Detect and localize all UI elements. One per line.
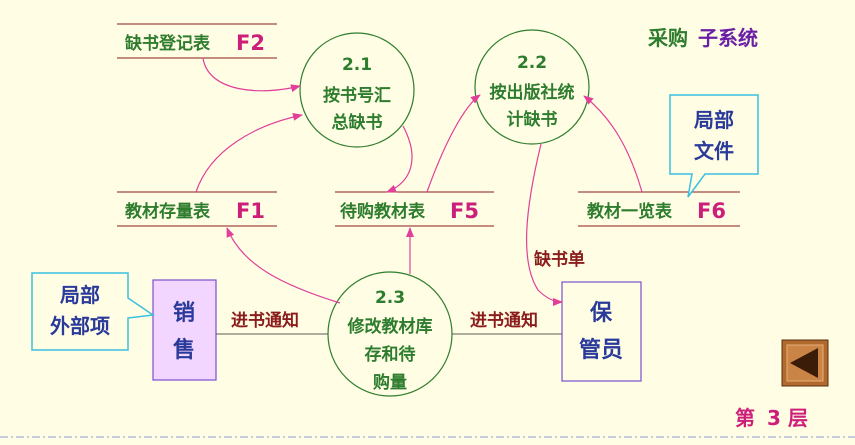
store-code: F2 bbox=[236, 31, 265, 55]
flow-label-notice-left: 进书通知 bbox=[231, 310, 299, 331]
triangle-left-icon bbox=[790, 348, 818, 378]
entity-label-line: 保 bbox=[589, 301, 613, 326]
process-2-1: 2.1 按书号汇 总缺书 bbox=[299, 32, 415, 148]
flow-2-1-to-f5 bbox=[386, 125, 413, 193]
layer-prefix: 第 bbox=[735, 406, 755, 430]
back-button[interactable] bbox=[781, 339, 829, 387]
store-f1: 教材存量表 F1 bbox=[117, 191, 277, 227]
entity-label-line: 销 bbox=[173, 301, 195, 326]
callout-line: 外部项 bbox=[50, 314, 110, 338]
store-code: F1 bbox=[236, 199, 265, 223]
store-code: F6 bbox=[697, 199, 726, 223]
callout-line: 局部 bbox=[693, 108, 734, 132]
entity-label-line: 售 bbox=[173, 337, 195, 363]
process-id: 2.1 bbox=[342, 55, 372, 75]
flow-f2-to-2-1 bbox=[202, 57, 301, 93]
store-code: F5 bbox=[450, 199, 479, 223]
store-f2: 缺书登记表 F2 bbox=[117, 23, 277, 59]
entity-keeper: 保 管员 bbox=[561, 281, 642, 382]
title-part2: 子系统 bbox=[698, 26, 758, 50]
process-id: 2.2 bbox=[517, 53, 547, 73]
process-label-line: 总缺书 bbox=[332, 112, 383, 133]
entity-label-line: 管员 bbox=[579, 337, 623, 363]
callout-line: 文件 bbox=[694, 139, 734, 163]
store-name: 教材存量表 bbox=[124, 201, 211, 222]
title-part1: 采购 bbox=[648, 26, 688, 50]
entity-sales: 销 售 bbox=[152, 279, 217, 381]
layer-suffix: 层 bbox=[788, 406, 808, 430]
store-name: 教材一览表 bbox=[586, 201, 673, 222]
process-2-2: 2.2 按出版社统 计缺书 bbox=[474, 29, 590, 145]
callout-left: 局部 外部项 bbox=[31, 272, 156, 351]
flow-label-shortage: 缺书单 bbox=[534, 249, 585, 270]
callout-right: 局部 文件 bbox=[669, 94, 759, 198]
flow-f5-to-2-2 bbox=[426, 94, 481, 193]
process-label-line: 存和待 bbox=[365, 344, 416, 365]
callout-line: 局部 bbox=[59, 283, 100, 307]
store-name: 缺书登记表 bbox=[125, 33, 211, 54]
flow-label-notice-right: 进书通知 bbox=[470, 310, 538, 331]
process-2-3: 2.3 修改教材库 存和待 购量 bbox=[327, 271, 453, 397]
flow-lines bbox=[195, 57, 643, 306]
process-label-line: 计缺书 bbox=[507, 109, 558, 130]
flow-f6-to-2-2 bbox=[583, 95, 643, 193]
flow-2-2-to-keeper bbox=[525, 143, 563, 306]
process-label-line: 修改教材库 bbox=[347, 316, 433, 337]
process-id: 2.3 bbox=[375, 288, 405, 308]
flow-2-3-to-f1 bbox=[226, 227, 341, 304]
process-label-line: 按出版社统 bbox=[490, 82, 575, 103]
process-label-line: 购量 bbox=[373, 372, 407, 393]
store-f6: 教材一览表 F6 bbox=[578, 191, 740, 227]
process-label-line: 按书号汇 bbox=[323, 85, 391, 106]
layer-number: 3 bbox=[767, 406, 781, 430]
flow-f1-to-2-1 bbox=[195, 112, 303, 193]
store-f5: 待购教材表 F5 bbox=[335, 191, 494, 227]
store-name: 待购教材表 bbox=[340, 201, 426, 222]
